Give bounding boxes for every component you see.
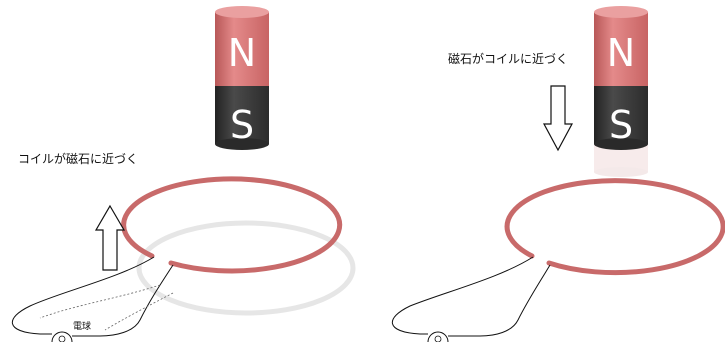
right-bulb-icon [427,331,449,342]
down-arrow-icon [542,85,574,152]
left-panel: N S コイルが磁石に近づく 電球 [11,6,356,342]
left-magnet-icon: N S [215,6,269,150]
left-caption: コイルが磁石に近づく [18,151,138,166]
up-arrow-icon [94,204,126,271]
right-south-label: S [609,103,633,147]
left-lead-wires [11,256,174,337]
left-bulb-icon [51,331,73,342]
left-north-label: N [228,31,256,75]
right-caption: 磁石がコイルに近づく [448,51,568,66]
left-south-label: S [230,103,254,147]
left-ghost-coil [136,220,356,316]
right-magnet-icon: N S [594,6,648,150]
right-panel: N S 磁石がコイルに近づく [391,6,725,342]
right-north-label: N [607,31,635,75]
left-ghost-wires [39,284,174,331]
left-coil-icon [121,176,343,274]
right-coil-icon [504,178,725,276]
left-bulb-label: 電球 [73,320,91,332]
right-lead-wires [391,256,551,337]
